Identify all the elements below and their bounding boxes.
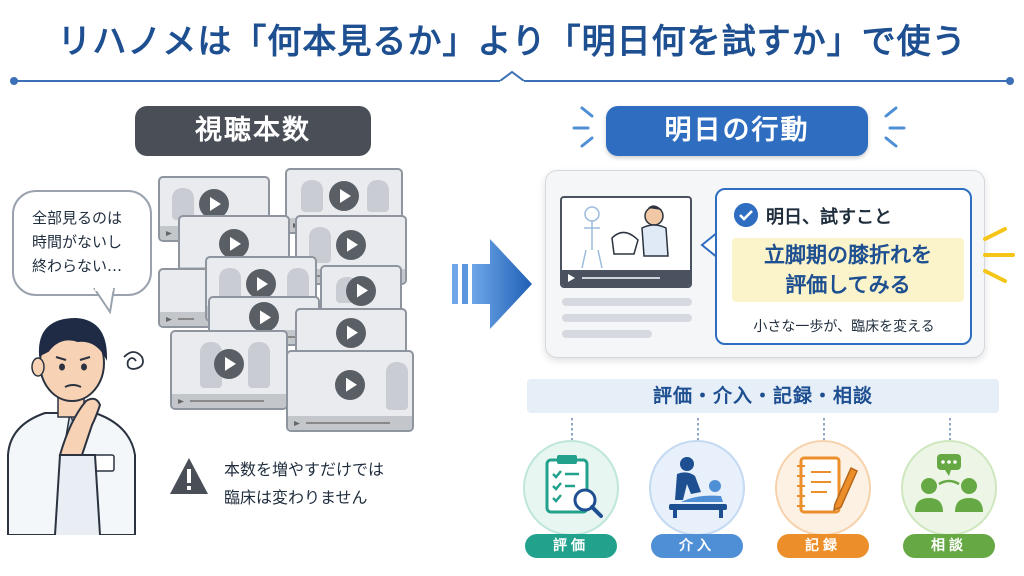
knee-exam-illustration (581, 205, 669, 269)
connector-dots (949, 418, 951, 440)
divider-dot-right (1006, 77, 1014, 85)
connector-dots (823, 418, 825, 440)
category-label: 評価 (525, 534, 617, 558)
clipboard-magnifier-icon (545, 455, 603, 518)
notebook-pen-icon (797, 456, 858, 514)
transition-arrow-icon (452, 239, 532, 329)
worried-therapist-illustration (7, 317, 144, 535)
divider-notch (500, 70, 524, 84)
text-placeholder-line (562, 314, 692, 322)
video-controls[interactable] (562, 270, 690, 286)
divider-dot-left (10, 77, 18, 85)
bubble-line: 終わらない… (32, 257, 123, 275)
text-placeholder-line (562, 298, 692, 306)
video-thumbnail (286, 350, 414, 432)
note-pointer (700, 232, 718, 258)
bubble-line: 時間がないし (32, 233, 123, 251)
therapist-patient-icon (669, 457, 727, 518)
tomorrow-action-heading: 明日の行動 (606, 106, 868, 156)
check-circle-icon (734, 203, 758, 227)
knee-exam-video-thumbnail (560, 196, 692, 288)
note-main-line: 立脚期の膝折れを (764, 243, 932, 267)
category-evaluation[interactable] (523, 440, 619, 536)
categories-banner: 評価・介入・記録・相談 (527, 379, 999, 413)
bubble-line: 全部見るのは (32, 209, 123, 227)
warning-message: 本数を増やすだけでは 臨床は変わりません (224, 456, 384, 512)
thought-bubble: 全部見るのは 時間がないし 終わらない… (12, 190, 152, 296)
note-main-text: 立脚期の膝折れを 評価してみる (732, 240, 964, 300)
warning-line: 本数を増やすだけでは (224, 460, 385, 479)
connector-dots (571, 418, 573, 440)
highlight-flash-icon (983, 227, 1015, 283)
note-main-line: 評価してみる (785, 273, 911, 297)
warning-line: 臨床は変わりません (224, 488, 368, 507)
people-chat-icon (915, 454, 983, 512)
note-title: 明日、試すこと (766, 207, 892, 228)
views-count-heading: 視聴本数 (135, 106, 371, 156)
category-label: 相談 (903, 534, 995, 558)
emphasis-lines-icon (884, 106, 906, 148)
category-intervention[interactable] (649, 440, 745, 536)
category-record[interactable] (775, 440, 871, 536)
note-footer: 小さな一歩が、臨床を変える (753, 319, 935, 335)
bubble-tail (93, 288, 115, 314)
page-title: リハノメは「何本見るか」より「明日何を試すか」で使う (57, 22, 967, 62)
text-placeholder-line (562, 330, 652, 338)
category-consultation[interactable] (901, 440, 997, 536)
connector-dots (697, 418, 699, 440)
warning-icon (170, 458, 208, 494)
category-label: 記録 (777, 534, 869, 558)
emphasis-lines-icon (572, 106, 594, 148)
video-thumbnail (170, 330, 288, 410)
category-label: 介入 (651, 534, 743, 558)
note-highlight (732, 238, 964, 302)
